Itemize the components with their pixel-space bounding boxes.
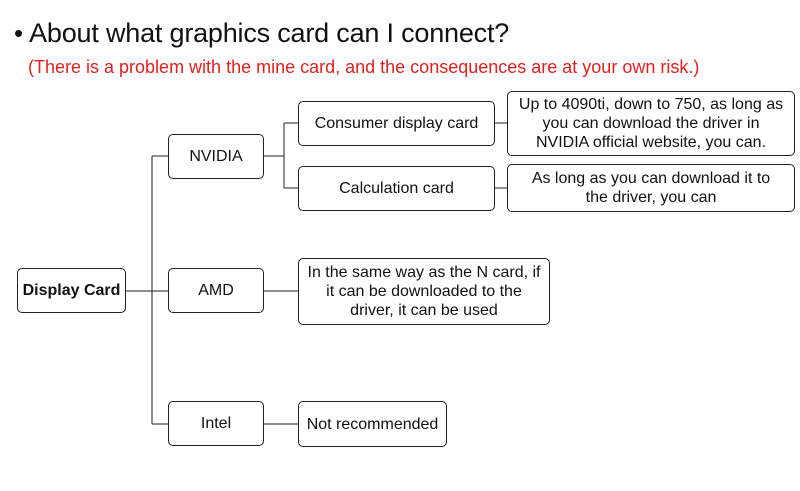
amd-note: In the same way as the N card, if it can…: [298, 258, 550, 325]
consumer-card-node: Consumer display card: [298, 101, 495, 146]
intel-node: Intel: [168, 401, 264, 446]
bullet-icon: •: [14, 18, 24, 48]
nvidia-node: NVIDIA: [168, 134, 264, 179]
root-node: Display Card: [17, 268, 126, 313]
consumer-card-note: Up to 4090ti, down to 750, as long as yo…: [507, 91, 795, 156]
page-subtitle: (There is a problem with the mine card, …: [28, 57, 700, 77]
calculation-card-note: As long as you can download it to the dr…: [507, 164, 795, 212]
page-title: About what graphics card can I connect?: [29, 18, 510, 48]
heading: • About what graphics card can I connect…: [14, 20, 509, 47]
amd-node: AMD: [168, 268, 264, 313]
calculation-card-node: Calculation card: [298, 166, 495, 211]
intel-note: Not recommended: [298, 401, 447, 447]
